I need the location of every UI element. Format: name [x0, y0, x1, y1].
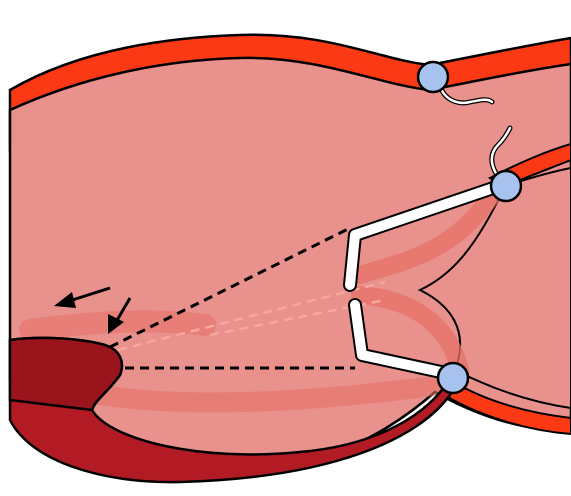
circle-node-icon [438, 363, 468, 393]
circle-node-icon [491, 171, 521, 201]
circle-node-icon [418, 62, 448, 92]
